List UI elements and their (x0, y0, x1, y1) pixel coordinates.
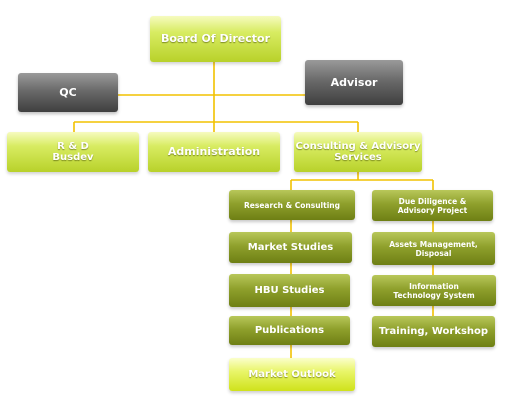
market-outlook-box: Market Outlook (229, 358, 355, 391)
qc-box: QC (18, 73, 118, 112)
administration-label: Administration (167, 145, 261, 158)
consulting-label-line1: Consulting & Advisory (295, 141, 421, 152)
publications-label: Publications (254, 325, 325, 336)
assets-management-label-line1: Assets Management, (389, 239, 478, 249)
due-diligence-label-line1: Due Diligence & (398, 196, 467, 206)
qc-label: QC (59, 85, 77, 99)
training-workshop-label: Training, Workshop (378, 326, 489, 337)
market-outlook-label: Market Outlook (248, 369, 336, 380)
rd-busdev-box: R & D Busdev (7, 132, 139, 172)
research-consulting-label: Research & Consulting (244, 200, 340, 210)
publications-box: Publications (229, 316, 350, 345)
consulting-advisory-box: Consulting & Advisory Services (294, 132, 422, 172)
administration-box: Administration (148, 132, 280, 172)
board-of-director-box: Board Of Director (150, 16, 281, 62)
training-workshop-box: Training, Workshop (372, 316, 495, 347)
advisor-label: Advisor (330, 75, 378, 89)
rd-label: R & D (57, 141, 89, 152)
market-studies-box: Market Studies (229, 232, 352, 263)
market-studies-label: Market Studies (247, 242, 334, 253)
assets-management-box: Assets Management, Disposal (372, 232, 495, 265)
assets-management-label-line2: Disposal (415, 248, 452, 258)
hbu-studies-box: HBU Studies (229, 274, 350, 307)
busdev-label: Busdev (52, 152, 94, 163)
due-diligence-label-line2: Advisory Project (397, 205, 468, 215)
information-technology-label-line2: Technology System (393, 290, 475, 300)
research-consulting-box: Research & Consulting (229, 190, 355, 220)
advisor-box: Advisor (305, 60, 403, 105)
information-technology-label-line1: Information (409, 281, 459, 291)
due-diligence-box: Due Diligence & Advisory Project (372, 190, 493, 221)
information-technology-box: Information Technology System (372, 275, 496, 306)
board-of-director-label: Board Of Director (160, 32, 270, 45)
consulting-label-line2: Services (334, 152, 382, 163)
hbu-studies-label: HBU Studies (254, 285, 325, 296)
